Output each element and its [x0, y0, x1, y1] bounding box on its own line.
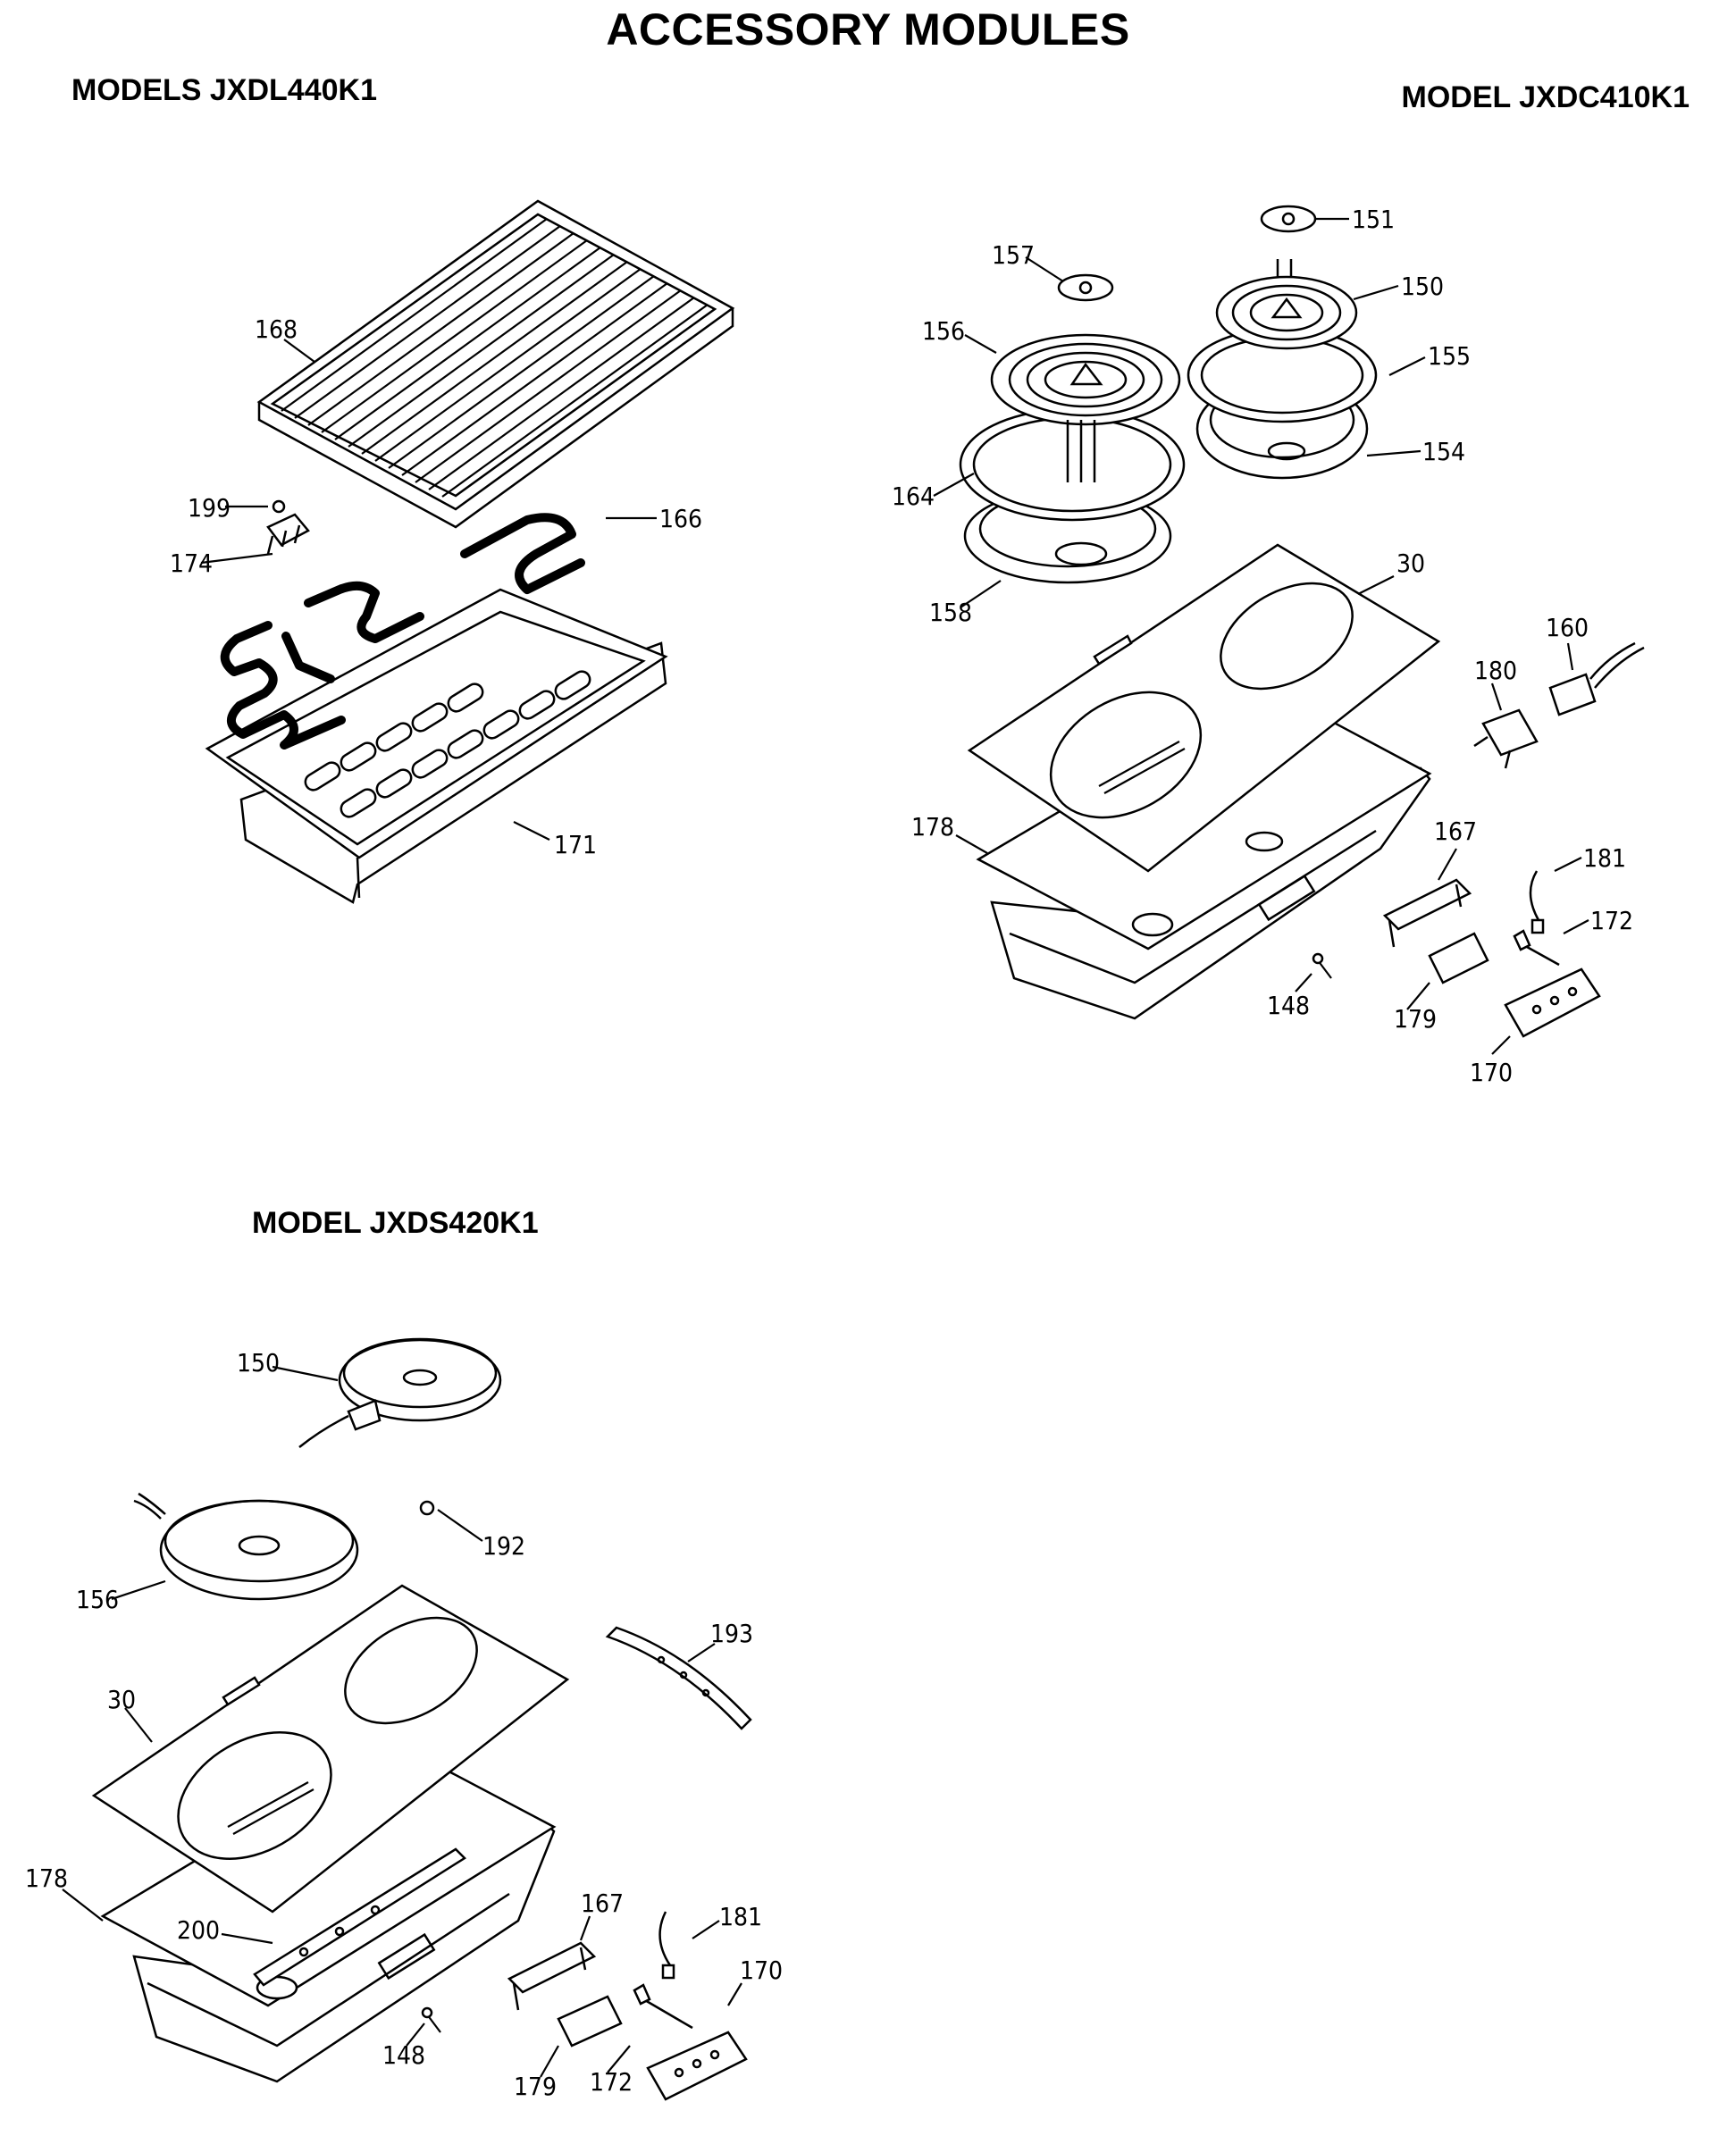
callout-158: 158: [929, 598, 972, 627]
callout-150: 150: [1401, 272, 1444, 301]
coil-module-drawing: 157 151 150 156 155 154 164 158 30 160 1…: [892, 205, 1645, 1087]
callout-192: 192: [482, 1531, 525, 1561]
callout-180: 180: [1474, 656, 1517, 685]
grill-screw: [272, 499, 286, 514]
solid-cooktop-plate: [91, 1584, 570, 1914]
solid-large-element: [133, 1492, 359, 1601]
grill-grate: [256, 199, 735, 529]
solid-small-element: [298, 1337, 502, 1448]
callout-200: 200: [177, 1915, 220, 1945]
grill-model-heading: MODELS JXDL440K1: [71, 73, 377, 107]
callout-148-solid: 148: [382, 2040, 425, 2070]
callout-171: 171: [554, 830, 597, 859]
coil-leader-lines: [933, 217, 1589, 1055]
callout-172-top: 172: [1590, 906, 1633, 935]
callout-178-top: 178: [911, 812, 954, 842]
solid-wire-lead: [658, 1911, 675, 1980]
callout-164: 164: [892, 482, 935, 511]
callout-155: 155: [1428, 341, 1471, 371]
coil-receptacle: [1548, 641, 1645, 716]
callout-199: 199: [188, 493, 231, 523]
solid-body: [100, 1740, 557, 2083]
solid-nut-192: [419, 1500, 435, 1516]
callout-167-top: 167: [1434, 817, 1477, 846]
solid-model-heading: MODEL JXDS420K1: [252, 1206, 539, 1240]
solid-switch-housing: [646, 2031, 748, 2101]
solid-bracket: [507, 1941, 623, 2048]
callout-157: 157: [992, 240, 1035, 270]
coil-small-trim-ring: [1187, 327, 1378, 423]
coil-small-element: [1215, 259, 1358, 350]
callout-170-top: 170: [1470, 1058, 1513, 1087]
coil-terminal-block-180: [1473, 708, 1539, 769]
coil-large-element: [990, 333, 1181, 482]
callout-156: 156: [922, 316, 965, 346]
callout-168: 168: [255, 314, 298, 344]
solid-spring-clip: [633, 1983, 693, 2030]
callout-150-solid: 150: [237, 1348, 280, 1378]
solid-leader-lines: [62, 1365, 742, 2078]
callout-160: 160: [1546, 613, 1589, 642]
callout-148-top: 148: [1267, 991, 1310, 1020]
coil-cooktop-plate: [967, 543, 1441, 873]
solid-support-bar: [605, 1626, 752, 1730]
grill-heating-element: [220, 513, 585, 750]
callout-154: 154: [1422, 437, 1465, 466]
coil-element-clip-151: [1260, 205, 1317, 233]
page-title: ACCESSORY MODULES: [606, 4, 1130, 54]
callout-166: 166: [659, 504, 702, 533]
callout-181-top: 181: [1583, 843, 1626, 873]
solid-module-drawing: 150 192 156 193 30 178 167 200 181 170 1…: [25, 1337, 783, 2101]
coil-switch-housing: [1504, 967, 1601, 1038]
callout-170-solid: 170: [740, 1956, 783, 1985]
solid-screw-148: [421, 2006, 441, 2033]
grill-pan-slots: [304, 670, 591, 818]
callout-179-top: 179: [1394, 1004, 1437, 1034]
grill-module-drawing: 168 199 166 174 171: [170, 199, 735, 904]
callout-172-solid: 172: [590, 2067, 633, 2097]
callout-151: 151: [1352, 205, 1395, 234]
coil-screw-148: [1312, 952, 1332, 979]
callout-156-solid: 156: [76, 1585, 119, 1614]
callout-181-solid: 181: [719, 1902, 762, 1931]
callout-167-solid: 167: [581, 1889, 624, 1918]
coil-bracket: [1382, 878, 1489, 984]
coil-element-clip-157: [1057, 273, 1114, 302]
callout-30-solid: 30: [107, 1685, 136, 1714]
coil-spring-clip: [1513, 929, 1560, 967]
coil-wire-lead: [1529, 870, 1545, 934]
callout-193: 193: [710, 1619, 753, 1648]
coil-large-trim-ring: [959, 407, 1186, 522]
grill-leader-lines: [200, 339, 657, 841]
coil-model-heading: MODEL JXDC410K1: [1401, 80, 1690, 114]
callout-174: 174: [170, 549, 213, 578]
callout-30-top: 30: [1396, 549, 1425, 578]
callout-179-solid: 179: [514, 2072, 557, 2101]
callout-178-solid: 178: [25, 1863, 68, 1893]
